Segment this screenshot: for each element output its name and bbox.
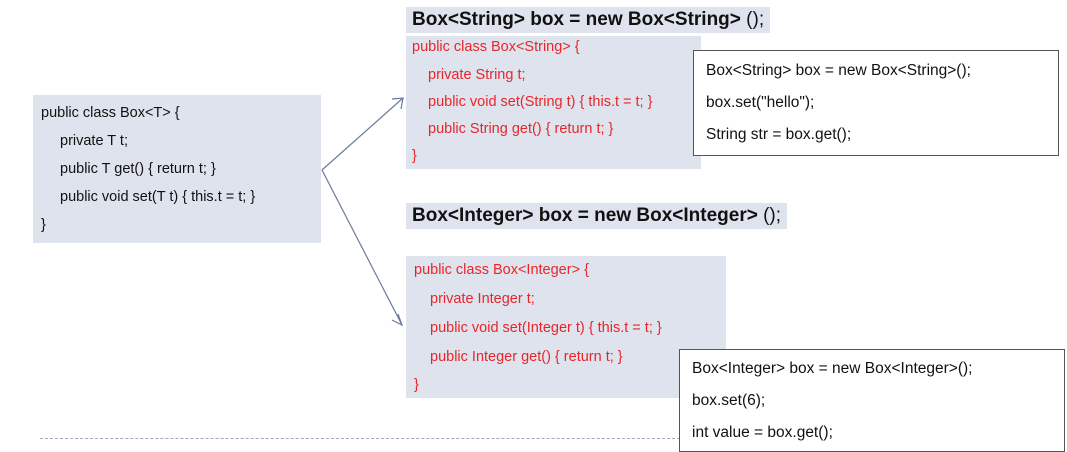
integer-usage-line-3: int value = box.get(); — [692, 424, 833, 441]
arrow-to-string — [321, 97, 404, 171]
string-heading-tail: (); — [740, 9, 765, 30]
integer-class-line-4: public Integer get() { return t; } — [430, 349, 623, 365]
string-usage-line-3: String str = box.get(); — [706, 126, 852, 143]
integer-class-line-1: public class Box<Integer> { — [414, 262, 589, 278]
integer-usage-line-2: box.set(6); — [692, 392, 766, 409]
integer-usage-line-1: Box<Integer> box = new Box<Integer>(); — [692, 360, 973, 377]
generic-class-line-4: public void set(T t) { this.t = t; } — [60, 189, 256, 205]
dashed-separator — [40, 438, 680, 439]
string-class-line-2: private String t; — [428, 67, 526, 83]
integer-class-panel: public class Box<Integer> { private Inte… — [406, 256, 726, 398]
string-class-line-5: } — [412, 148, 417, 164]
integer-heading-main: Box<Integer> box = new Box<Integer> — [412, 205, 758, 226]
integer-class-line-3: public void set(Integer t) { this.t = t;… — [430, 320, 662, 336]
string-heading: Box<String> box = new Box<String> (); — [406, 7, 771, 33]
generic-class-panel: public class Box<T> { private T t; publi… — [33, 95, 321, 243]
string-heading-main: Box<String> box = new Box<String> — [412, 9, 741, 30]
string-usage-line-2: box.set("hello"); — [706, 94, 815, 111]
generic-class-line-2: private T t; — [60, 133, 128, 149]
string-class-line-4: public String get() { return t; } — [428, 121, 614, 137]
arrowhead-integer — [391, 313, 404, 327]
integer-class-line-5: } — [414, 377, 419, 393]
integer-heading: Box<Integer> box = new Box<Integer> (); — [406, 203, 788, 229]
string-class-line-1: public class Box<String> { — [412, 39, 580, 55]
string-class-line-3: public void set(String t) { this.t = t; … — [428, 94, 653, 110]
arrow-to-integer — [321, 169, 403, 326]
integer-heading-tail: (); — [757, 205, 782, 226]
integer-class-line-2: private Integer t; — [430, 291, 535, 307]
integer-usage-box: Box<Integer> box = new Box<Integer>(); b… — [679, 349, 1065, 452]
generic-class-line-5: } — [41, 217, 46, 233]
generic-class-line-1: public class Box<T> { — [41, 105, 180, 121]
string-usage-box: Box<String> box = new Box<String>(); box… — [693, 50, 1059, 156]
string-usage-line-1: Box<String> box = new Box<String>(); — [706, 62, 971, 79]
arrowhead-string — [391, 97, 404, 110]
generic-class-line-3: public T get() { return t; } — [60, 161, 216, 177]
string-class-panel: public class Box<String> { private Strin… — [406, 36, 701, 169]
